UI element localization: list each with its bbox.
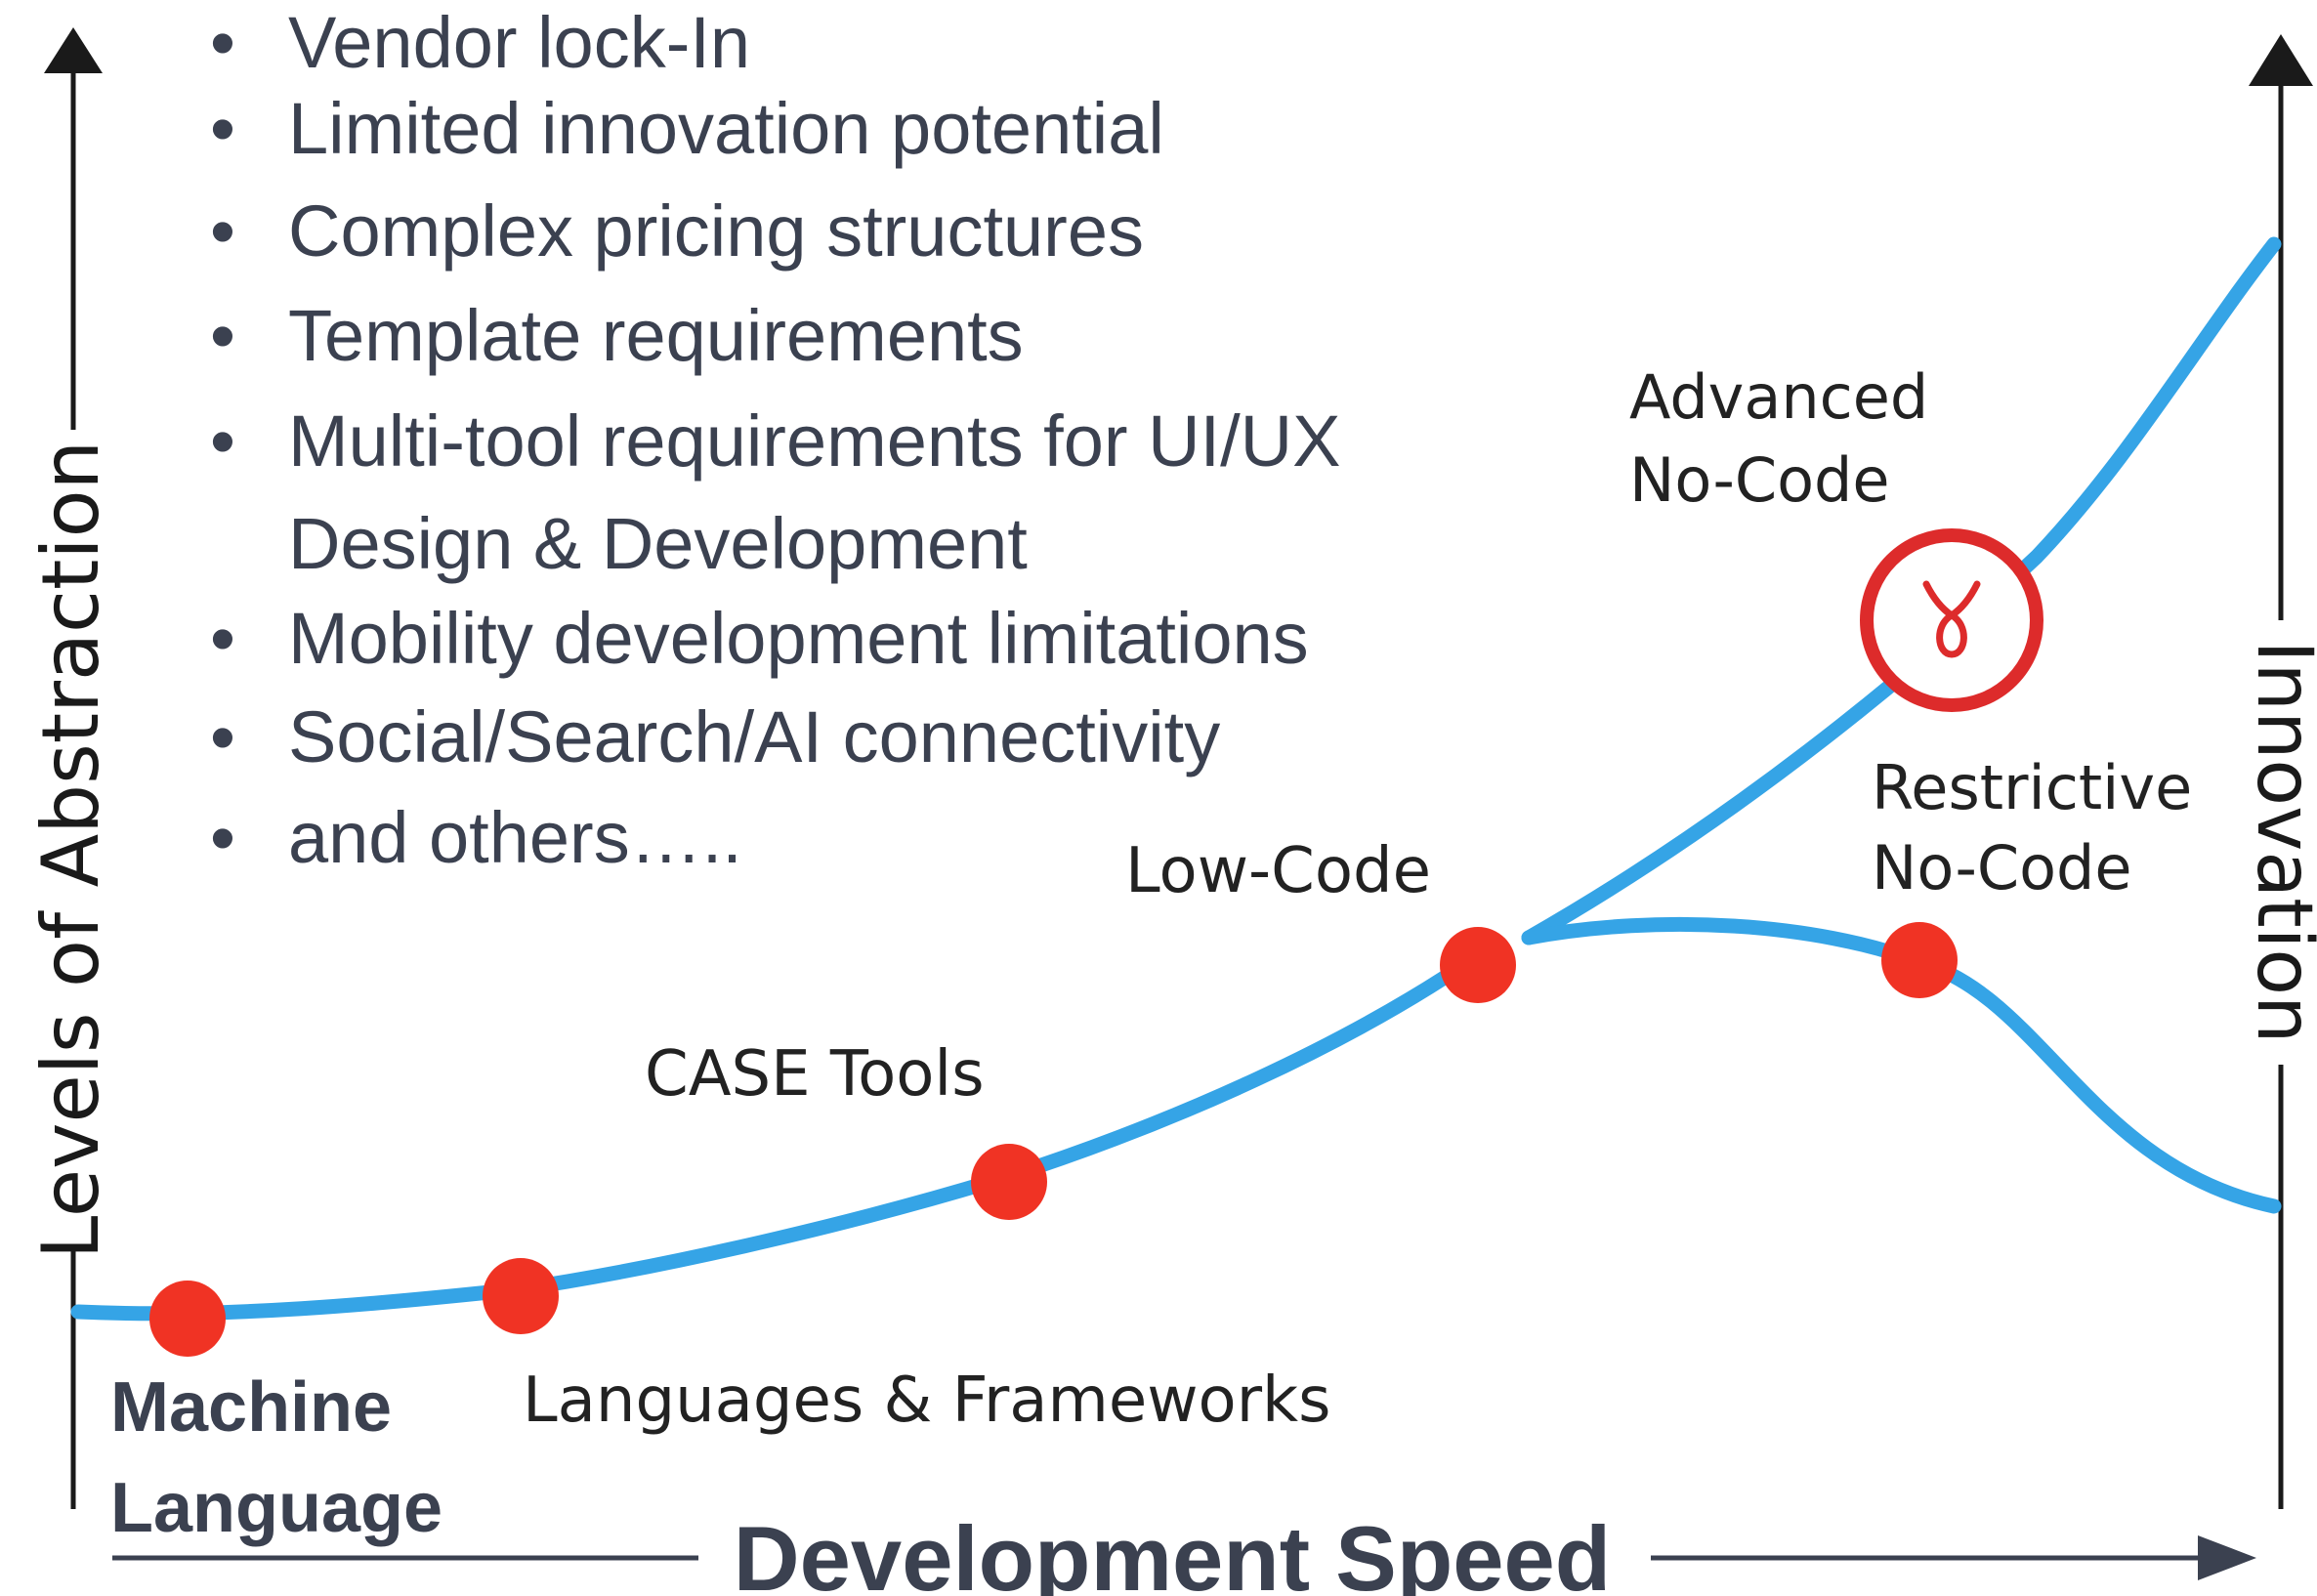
bullet-dot: • — [210, 400, 235, 482]
bullet-dot: • — [210, 190, 235, 272]
case-tools-label: CASE Tools — [645, 1038, 985, 1111]
languages-frameworks-label: Languages & Frameworks — [523, 1365, 1331, 1437]
bullet-dot: • — [210, 295, 235, 376]
point-case-tools — [971, 1144, 1047, 1220]
x-axis-label: Development Speed — [734, 1507, 1611, 1596]
bullet-dot: • — [210, 696, 235, 777]
bullet-dot: • — [210, 598, 235, 679]
machine-language-label-line2: Language — [110, 1469, 443, 1547]
right-axis-arrowhead — [2249, 34, 2313, 86]
point-languages-frameworks — [483, 1258, 559, 1334]
y-axis-label-left: Levels of Abstraction — [25, 441, 116, 1260]
low-code-label: Low-Code — [1125, 835, 1431, 907]
x-axis-arrowhead — [2198, 1535, 2256, 1580]
point-low-code — [1440, 927, 1516, 1003]
advanced-no-code-logo — [1860, 528, 2043, 712]
machine-language-label-line1: Machine — [110, 1368, 393, 1447]
bullet-dot: • — [210, 2, 235, 83]
y-axis-label-right: Innovation — [2240, 641, 2317, 1044]
bullet-dot: • — [210, 88, 235, 169]
point-machine-language — [149, 1281, 226, 1357]
abstraction-curve-main — [70, 947, 1486, 1322]
point-restrictive-no-code — [1881, 922, 1958, 998]
restrictive-no-code-label-line1: Restrictive — [1872, 752, 2193, 823]
restrictive-no-code-label-line2: No-Code — [1872, 832, 2132, 903]
left-axis-arrowhead — [44, 27, 103, 73]
advanced-no-code-label-line2: No-Code — [1629, 444, 1890, 516]
taurus-glyph-icon — [1922, 580, 1981, 658]
advanced-no-code-label-line1: Advanced — [1629, 361, 1929, 433]
bullet-dot: • — [210, 797, 235, 878]
